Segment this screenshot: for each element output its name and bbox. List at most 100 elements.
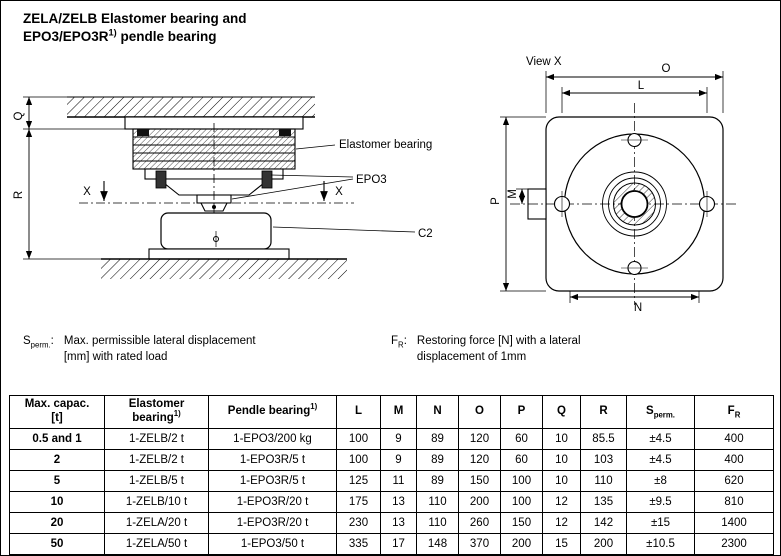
cell: 20	[9, 512, 105, 534]
load-cell-c2	[160, 212, 272, 250]
col-header-l: L	[336, 395, 381, 429]
dimension-l: L	[561, 80, 708, 113]
page-title-line1: ZELA/ZELB Elastomer bearing and	[23, 11, 247, 26]
spec-table: Max. capac. [t] Elastomer bearing1) Pend…	[9, 395, 774, 555]
cell: 9	[380, 449, 417, 471]
legend-sperm-line2: [mm] with rated load	[63, 350, 168, 363]
section-drawing: Q R X X Elastomer bearing EPO3	[13, 96, 433, 279]
cell: 1-ZELA/20 t	[104, 512, 209, 534]
cell: 50	[9, 533, 105, 555]
cell: 17	[380, 533, 417, 555]
col-header-p: P	[500, 395, 543, 429]
dimension-o: O	[545, 63, 724, 113]
dim-label-q: Q	[13, 111, 25, 120]
col-header-r: R	[580, 395, 627, 429]
col-header-sperm-sub: perm.	[653, 410, 675, 420]
cell: 810	[694, 491, 774, 513]
legend-fr-base: F	[391, 335, 399, 347]
cell: 10	[542, 428, 581, 450]
cell: 12	[542, 491, 581, 513]
pendle-footnote-marker: 1)	[310, 402, 318, 412]
cell: 100	[500, 491, 543, 513]
dimension-m: M	[507, 188, 528, 204]
dimension-p: P	[490, 116, 546, 292]
section-line-x: X X	[79, 181, 354, 204]
cell: ±4.5	[626, 428, 695, 450]
cell: 9	[380, 428, 417, 450]
cell: 400	[694, 428, 774, 450]
col-header-elastomer-line1: Elastomer	[128, 398, 185, 411]
label-epo3: EPO3	[356, 174, 387, 186]
legend-fr: FR: Restoring force [N] with a lateral d…	[391, 334, 581, 365]
view-x-title: View X	[526, 56, 562, 68]
cell: 2	[9, 449, 105, 471]
legend-sperm-base: S	[23, 335, 31, 347]
table-row: 20 1-ZELA/20 t 1-EPO3R/20 t 230 13 110 2…	[9, 512, 774, 534]
cell: 11	[380, 470, 417, 492]
legend-fr-sub: R	[398, 340, 404, 350]
cell: 110	[416, 512, 459, 534]
page-title-line2-base: EPO3/EPO3R	[23, 28, 109, 44]
ceiling-structure	[67, 96, 315, 130]
cell: 1-ZELB/5 t	[104, 470, 209, 492]
floor-structure	[101, 248, 347, 279]
dim-label-r: R	[13, 191, 25, 199]
callout-epo3: EPO3	[231, 174, 387, 200]
cell: 103	[580, 449, 627, 471]
center-bore	[602, 171, 667, 237]
cell: 335	[336, 533, 381, 555]
col-header-pendle: Pendle bearing1)	[208, 395, 337, 429]
cell: 5	[9, 470, 105, 492]
cell: 150	[500, 512, 543, 534]
cell: ±8	[626, 470, 695, 492]
dim-label-m: M	[507, 189, 519, 199]
legend-fr-line1: Restoring force [N] with a lateral	[416, 335, 581, 347]
cell: 1-ZELB/2 t	[104, 428, 209, 450]
dim-label-l: L	[638, 80, 645, 92]
col-header-o: O	[458, 395, 501, 429]
legend-sperm-line1: Max. permissible lateral displacement	[63, 335, 256, 347]
table-row: 50 1-ZELA/50 t 1-EPO3/50 t 335 17 148 37…	[9, 533, 774, 555]
cell: 148	[416, 533, 459, 555]
dimension-r: R	[13, 129, 101, 260]
cell: ±10.5	[626, 533, 695, 555]
cell: 10	[542, 449, 581, 471]
cell: 200	[458, 491, 501, 513]
dim-label-n: N	[634, 302, 642, 314]
cell: 1-ZELB/2 t	[104, 449, 209, 471]
callout-c2: C2	[272, 226, 433, 240]
legend-fr-colon: :	[403, 335, 407, 347]
cell: 120	[458, 428, 501, 450]
legend-sperm: Sperm.: Max. permissible lateral displac…	[23, 334, 391, 365]
legend-sperm-symbol: Sperm.:	[23, 334, 54, 365]
table-row: 0.5 and 1 1-ZELB/2 t 1-EPO3/200 kg 100 9…	[9, 428, 774, 450]
cell: 120	[458, 449, 501, 471]
cell: 110	[580, 470, 627, 492]
cell: 13	[380, 491, 417, 513]
cell: ±9.5	[626, 491, 695, 513]
elastomer-footnote-marker: 1)	[173, 409, 181, 419]
legend: Sperm.: Max. permissible lateral displac…	[23, 334, 581, 365]
cell: 60	[500, 449, 543, 471]
cell: 260	[458, 512, 501, 534]
table-row: 2 1-ZELB/2 t 1-EPO3R/5 t 100 9 89 120 60…	[9, 449, 774, 471]
col-header-n: N	[416, 395, 459, 429]
cell: 400	[694, 449, 774, 471]
cell: 1-ZELB/10 t	[104, 491, 209, 513]
cell: 370	[458, 533, 501, 555]
cell: 100	[500, 470, 543, 492]
col-header-fr-sub: R	[734, 410, 741, 420]
label-c2: C2	[418, 228, 433, 240]
section-label-x-left: X	[83, 186, 91, 198]
col-header-elastomer: Elastomer bearing1)	[104, 395, 209, 429]
cell: 0.5 and 1	[9, 428, 105, 450]
col-header-capacity-line1: Max. capac.	[24, 398, 90, 411]
cell: 1-EPO3R/20 t	[208, 491, 337, 513]
legend-fr-line2: displacement of 1mm	[416, 350, 527, 363]
page-title-line2-rest: pendle bearing	[116, 28, 217, 44]
col-header-q: Q	[542, 395, 581, 429]
cell: 13	[380, 512, 417, 534]
legend-fr-symbol: FR:	[391, 334, 407, 365]
dimension-q: Q	[13, 96, 125, 130]
